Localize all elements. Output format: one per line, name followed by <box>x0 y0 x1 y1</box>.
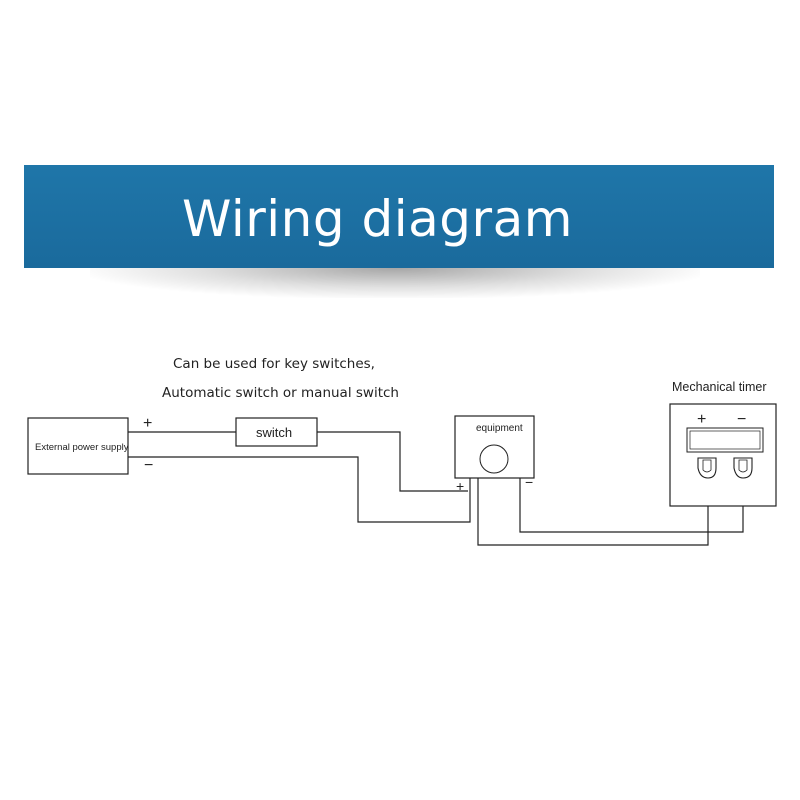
timer-display <box>686 427 764 453</box>
page-title: Wiring diagram <box>182 190 573 248</box>
equipment-label: equipment <box>476 423 523 434</box>
wire-minus-to-equipment <box>128 456 471 523</box>
timer-plus: + <box>697 411 706 428</box>
wires <box>128 431 744 546</box>
external-power-supply: External power supply + − <box>27 415 153 475</box>
equipment-minus: − <box>525 474 533 490</box>
banner-shadow <box>90 268 700 298</box>
timer-terminal-plus-icon <box>697 457 717 479</box>
mechanical-timer: Mechanical timer + − <box>669 380 777 507</box>
power-supply-box <box>27 417 129 475</box>
timer-display-inner <box>689 430 761 450</box>
wire-equipment-to-timer-plus <box>477 478 709 546</box>
note-line-2: Automatic switch or manual switch <box>162 385 399 401</box>
timer-terminal-plus-inner <box>702 459 712 473</box>
power-supply-plus: + <box>143 415 152 432</box>
timer-terminal-minus-icon <box>733 457 753 479</box>
equipment-knob-icon <box>479 444 509 474</box>
timer-title: Mechanical timer <box>672 380 766 394</box>
equipment-plus: + <box>456 478 464 494</box>
timer-box <box>669 403 777 507</box>
switch-component: switch <box>235 417 318 447</box>
power-supply-minus: − <box>144 457 153 474</box>
equipment-component: equipment + − <box>454 415 535 494</box>
switch-label: switch <box>256 425 292 440</box>
power-supply-label: External power supply <box>35 442 129 453</box>
note-line-1: Can be used for key switches, <box>173 356 375 372</box>
timer-minus: − <box>737 411 746 428</box>
wire-switch-to-equipment <box>317 431 468 492</box>
timer-terminal-minus-inner <box>738 459 748 473</box>
title-banner <box>24 165 774 268</box>
switch-box <box>235 417 318 447</box>
